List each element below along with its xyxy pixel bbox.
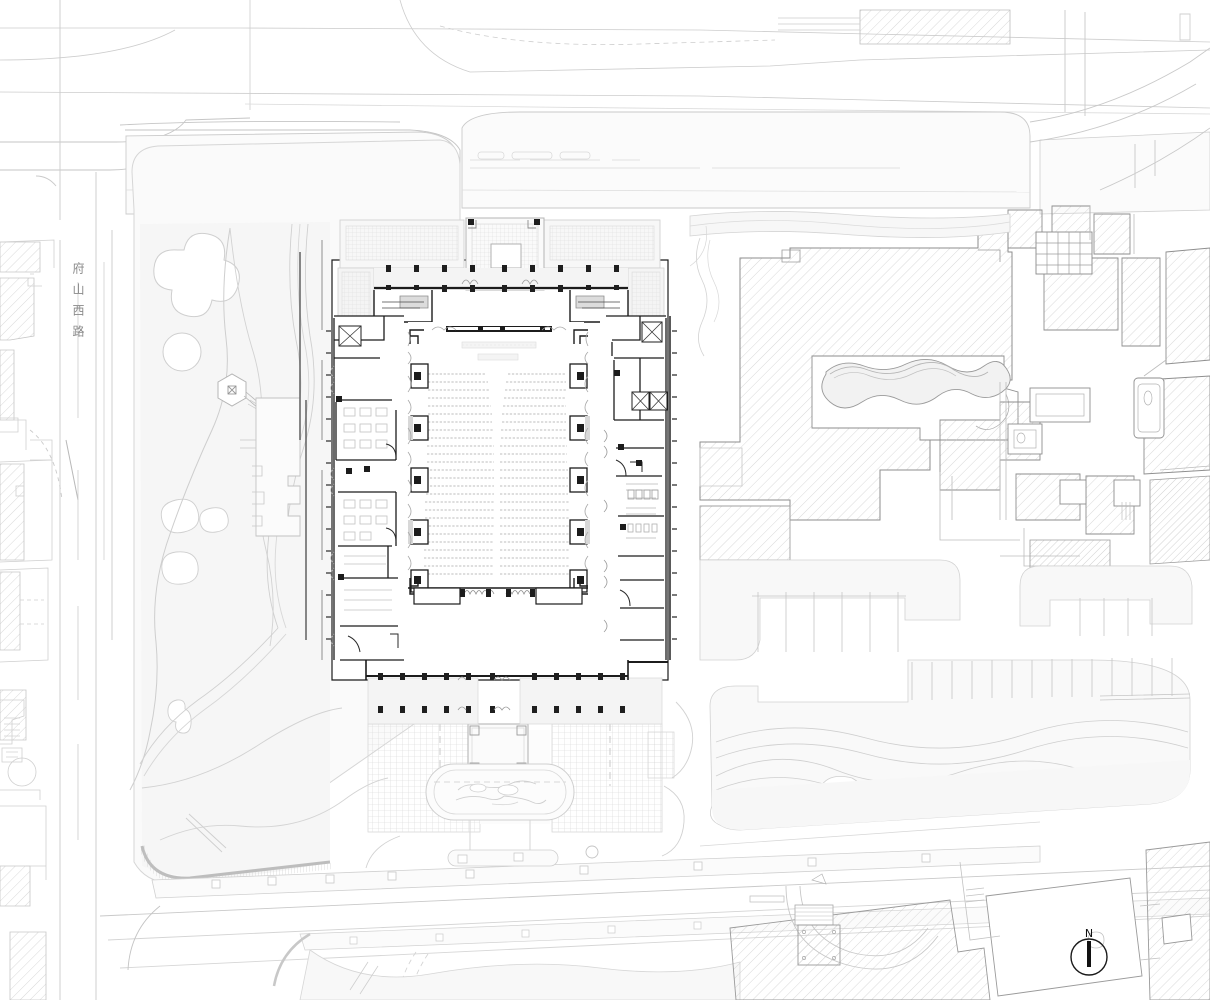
west-road-fushan — [29, 0, 113, 1000]
west-stair — [338, 325, 362, 347]
west-facade-ticks — [326, 330, 331, 640]
east-wing — [600, 315, 677, 666]
east-building-complex — [699, 205, 1210, 577]
southeast-buildings — [729, 841, 1210, 1000]
hexagonal-pavilion — [217, 373, 264, 413]
auditorium-wall-texture — [407, 326, 589, 571]
north-vestibule-east — [569, 290, 629, 326]
north-arrow-graphic — [1070, 938, 1108, 976]
north-road-system — [0, 0, 1210, 115]
grid-pergola — [1035, 231, 1093, 275]
west-meeting-rooms — [343, 407, 392, 611]
north-colonnade-columns — [386, 265, 619, 272]
north-arrow-label: N — [1084, 927, 1094, 940]
south-sidewalk — [151, 845, 1041, 899]
south-plaza — [365, 701, 694, 869]
south-colonnade-columns — [378, 673, 625, 713]
north-entrance-court — [337, 217, 665, 326]
west-neighbour-buildings — [0, 239, 55, 1000]
west-wing — [326, 315, 404, 666]
main-auditorium — [407, 322, 590, 605]
east-stair-mid — [631, 391, 668, 411]
parking-bays-north — [752, 592, 906, 652]
parking-bays-south — [911, 658, 1191, 701]
east-restrooms — [626, 483, 659, 539]
northeast-roads — [1029, 10, 1210, 191]
auditorium-columns-east — [569, 363, 590, 593]
east-stair-north — [641, 321, 663, 343]
west-landscape-park — [129, 222, 389, 886]
south-colonnade — [365, 660, 668, 725]
east-green-north — [689, 211, 1011, 357]
southwest-green — [299, 949, 741, 1000]
stage-wall — [446, 326, 552, 332]
north-vestibule-west — [373, 290, 433, 326]
north-arrow: N — [1069, 928, 1109, 986]
east-facade-ticks — [672, 330, 677, 640]
parking-lot-north — [699, 559, 961, 661]
seating-block-west — [424, 373, 494, 575]
park-walls — [299, 252, 307, 640]
parking-lot-east — [1019, 565, 1193, 636]
entrance-tree-symbols — [461, 279, 539, 285]
road-label-fushan-west-road: 府山西路 — [71, 262, 85, 346]
south-green-strip — [699, 760, 1190, 847]
west-terrace — [255, 397, 301, 537]
rostrum — [461, 341, 537, 361]
auditorium-rear — [408, 587, 588, 605]
oval-water-feature — [425, 763, 575, 821]
seating-block-east — [500, 373, 570, 575]
